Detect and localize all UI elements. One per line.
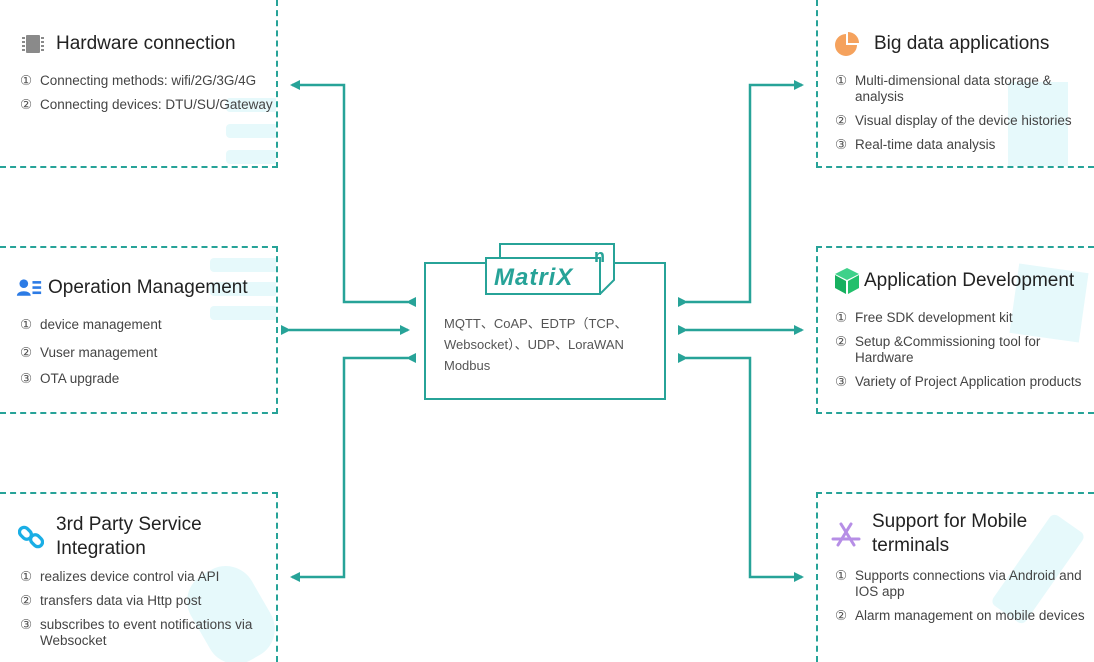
- list-item: ③ Variety of Project Application products: [835, 374, 1087, 390]
- hardware-items: ① Connecting methods: wifi/2G/3G/4G ② Conn…: [20, 73, 275, 121]
- list-item: ① Multi-dimensional data storage & analys…: [835, 73, 1085, 105]
- list-item: ② Setup &Commissioning tool for Hardware: [835, 334, 1087, 366]
- item-text: Real-time data analysis: [855, 137, 996, 152]
- item-number: ①: [20, 73, 33, 88]
- app-development-box: [816, 246, 1094, 414]
- watermark-bars: [210, 258, 276, 272]
- link-icon: [18, 524, 44, 550]
- box-title-text: 3rd Party Service Integration: [56, 514, 202, 559]
- box-title-text: Big data applications: [874, 33, 1050, 54]
- list-item: ③ Real-time data analysis: [835, 137, 1085, 153]
- appdev-items: ① Free SDK development kit ② Setup &Commis…: [835, 310, 1087, 398]
- item-number: ②: [20, 593, 33, 608]
- list-item: ① Connecting methods: wifi/2G/3G/4G: [20, 73, 275, 89]
- list-item: ① device management: [20, 317, 275, 333]
- item-number: ②: [20, 97, 33, 112]
- item-text: transfers data via Http post: [40, 593, 202, 608]
- appdev-title: Application Development: [834, 268, 1074, 294]
- box-title-text: Operation Management: [48, 277, 248, 298]
- list-item: ② Alarm management on mobile devices: [835, 608, 1087, 624]
- item-text: realizes device control via API: [40, 569, 220, 584]
- box-title-text: Hardware connection: [56, 33, 236, 54]
- item-number: ①: [20, 317, 33, 332]
- arrow-hardware: [290, 80, 416, 307]
- mobile-items: ① Supports connections via Android and IO…: [835, 568, 1087, 632]
- list-item: ③ OTA upgrade: [20, 371, 275, 387]
- operation-items: ① device management ② Vuser management ③ OT…: [20, 317, 275, 395]
- protocols-text: MQTT、CoAP、EDTP（TCP、Websocket）、UDP、LoraWA…: [444, 316, 628, 373]
- big-data-box: [816, 0, 1094, 168]
- platform-center-box: [424, 262, 666, 400]
- item-text: OTA upgrade: [40, 371, 120, 386]
- hardware-title: Hardware connection: [20, 31, 236, 57]
- bigdata-title: Big data applications: [834, 31, 1049, 57]
- item-text: Vuser management: [40, 345, 158, 360]
- item-number: ③: [835, 137, 848, 152]
- watermark-bars: [210, 282, 276, 296]
- item-number: ③: [20, 617, 33, 632]
- item-text: Supports connections via Android and IOS…: [855, 568, 1082, 599]
- mobile-title: Support for Mobile terminals: [830, 510, 1072, 558]
- watermark-bars: [226, 150, 276, 164]
- item-text: Connecting methods: wifi/2G/3G/4G: [40, 73, 257, 88]
- box-title-text: Application Development: [864, 270, 1075, 291]
- user-list-icon: [16, 275, 42, 301]
- cube-icon: [834, 268, 860, 294]
- arrow-thirdparty: [290, 353, 416, 582]
- pie-chart-icon: [834, 31, 860, 57]
- logo-superscript: n: [594, 246, 605, 266]
- matrix-logo: MatriX n: [485, 243, 615, 295]
- item-text: Multi-dimensional data storage & analysi…: [855, 73, 1052, 104]
- arrow-bigdata: [678, 80, 804, 307]
- item-number: ②: [835, 113, 848, 128]
- item-number: ②: [835, 334, 848, 349]
- list-item: ① Supports connections via Android and IO…: [835, 568, 1087, 600]
- thirdparty-title: 3rd Party Service Integration: [18, 513, 236, 561]
- item-number: ①: [20, 569, 33, 584]
- third-party-box: [0, 492, 278, 662]
- item-text: Connecting devices: DTU/SU/Gateway: [40, 97, 273, 112]
- box-title-text: Support for Mobile terminals: [872, 511, 1028, 556]
- item-text: Free SDK development kit: [855, 310, 1013, 325]
- list-item: ② Visual display of the device histories: [835, 113, 1085, 129]
- item-number: ②: [835, 608, 848, 623]
- watermark-chart: [1008, 82, 1068, 166]
- chip-icon: [20, 31, 46, 57]
- app-store-icon: [830, 521, 862, 547]
- item-number: ②: [20, 345, 33, 360]
- item-number: ①: [835, 310, 848, 325]
- operation-title: Operation Management: [16, 275, 248, 301]
- item-number: ①: [835, 73, 848, 88]
- bigdata-items: ① Multi-dimensional data storage & analys…: [835, 73, 1085, 161]
- hardware-connection-box: [0, 0, 278, 168]
- arrow-mobile: [678, 353, 804, 582]
- item-text: Visual display of the device histories: [855, 113, 1072, 128]
- list-item: ② transfers data via Http post: [20, 593, 275, 609]
- mobile-terminals-box: [816, 492, 1094, 662]
- item-text: Variety of Project Application products: [855, 374, 1082, 389]
- operation-management-box: [0, 246, 278, 414]
- watermark-bars: [210, 306, 276, 320]
- item-text: subscribes to event notifications via We…: [40, 617, 253, 648]
- logo-text: MatriX: [494, 264, 574, 291]
- list-item: ③ subscribes to event notifications via W…: [20, 617, 275, 649]
- item-text: Setup &Commissioning tool for Hardware: [855, 334, 1041, 365]
- list-item: ② Vuser management: [20, 345, 275, 361]
- item-number: ③: [20, 371, 33, 386]
- watermark-bars: [226, 124, 276, 138]
- list-item: ① Free SDK development kit: [835, 310, 1087, 326]
- watermark-bars: [226, 98, 276, 112]
- item-text: device management: [40, 317, 162, 332]
- item-number: ③: [835, 374, 848, 389]
- list-item: ② Connecting devices: DTU/SU/Gateway: [20, 97, 275, 113]
- thirdparty-items: ① realizes device control via API ② transf…: [20, 569, 275, 657]
- list-item: ① realizes device control via API: [20, 569, 275, 585]
- item-number: ①: [835, 568, 848, 583]
- item-text: Alarm management on mobile devices: [855, 608, 1085, 623]
